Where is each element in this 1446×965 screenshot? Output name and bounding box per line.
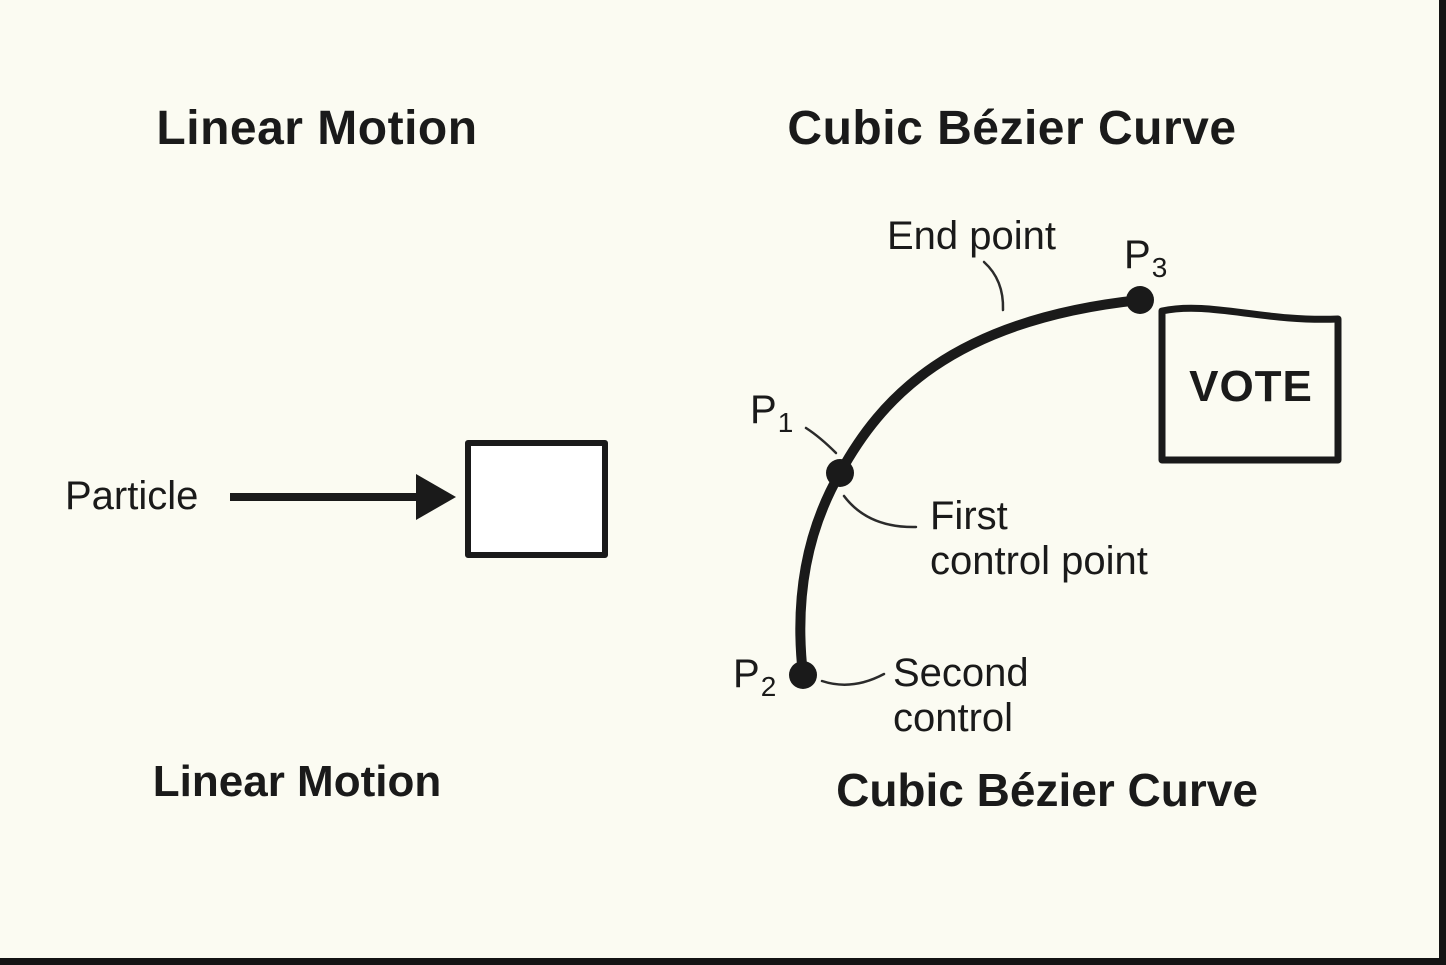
second-control-line2: control — [893, 696, 1014, 740]
first-control-line1: First — [930, 494, 1008, 538]
p1-subscript: 1 — [777, 407, 794, 438]
particle-square — [465, 440, 608, 558]
point-p3-label: P3 — [1124, 233, 1167, 282]
right-panel-title: Cubic Bézier Curve — [787, 102, 1237, 155]
point-p2-label: P2 — [733, 652, 776, 701]
right-edge-border — [1439, 0, 1446, 965]
p3-base: P — [1124, 233, 1151, 277]
left-panel-caption: Linear Motion — [152, 757, 442, 806]
first-control-leader — [842, 494, 918, 529]
p3-subscript: 3 — [1151, 252, 1168, 283]
second-control-line1: Second — [893, 651, 1029, 695]
first-control-line2: control point — [930, 539, 1148, 583]
point-p1-dot — [826, 459, 854, 487]
left-panel-title: Linear Motion — [156, 102, 478, 155]
p1-leader — [804, 426, 838, 455]
point-p2-dot — [789, 661, 817, 689]
p2-subscript: 2 — [760, 671, 777, 702]
vote-box-outline — [1158, 304, 1342, 464]
bottom-edge-border — [0, 958, 1446, 965]
p2-base: P — [733, 652, 760, 696]
vote-box-label: VOTE — [1189, 362, 1313, 411]
particle-label: Particle — [65, 474, 199, 518]
p1-base: P — [750, 388, 777, 432]
end-point-label: End point — [887, 214, 1057, 258]
bezier-curve — [795, 295, 1145, 680]
end-point-leader — [982, 260, 1005, 312]
particle-arrow — [230, 474, 456, 520]
leader-lines — [804, 260, 1005, 686]
point-p3-dot — [1126, 286, 1154, 314]
second-control-leader — [820, 672, 886, 686]
right-panel-caption: Cubic Bézier Curve — [836, 764, 1258, 816]
point-p1-label: P1 — [750, 388, 793, 437]
